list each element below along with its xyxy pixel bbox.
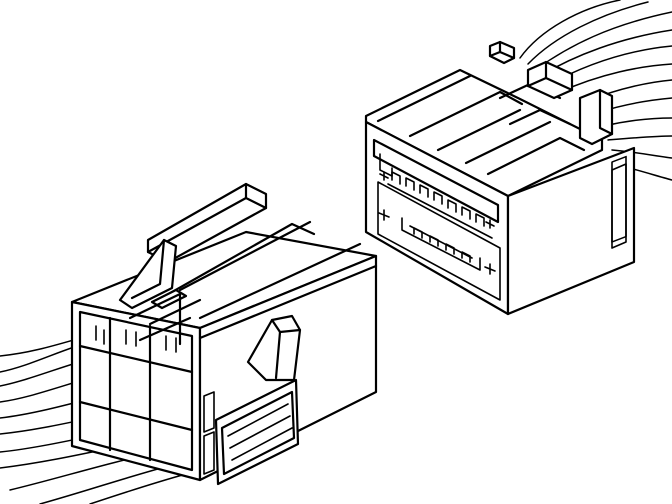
female-connector-housing — [0, 182, 378, 504]
male-connector-housing — [364, 0, 672, 316]
